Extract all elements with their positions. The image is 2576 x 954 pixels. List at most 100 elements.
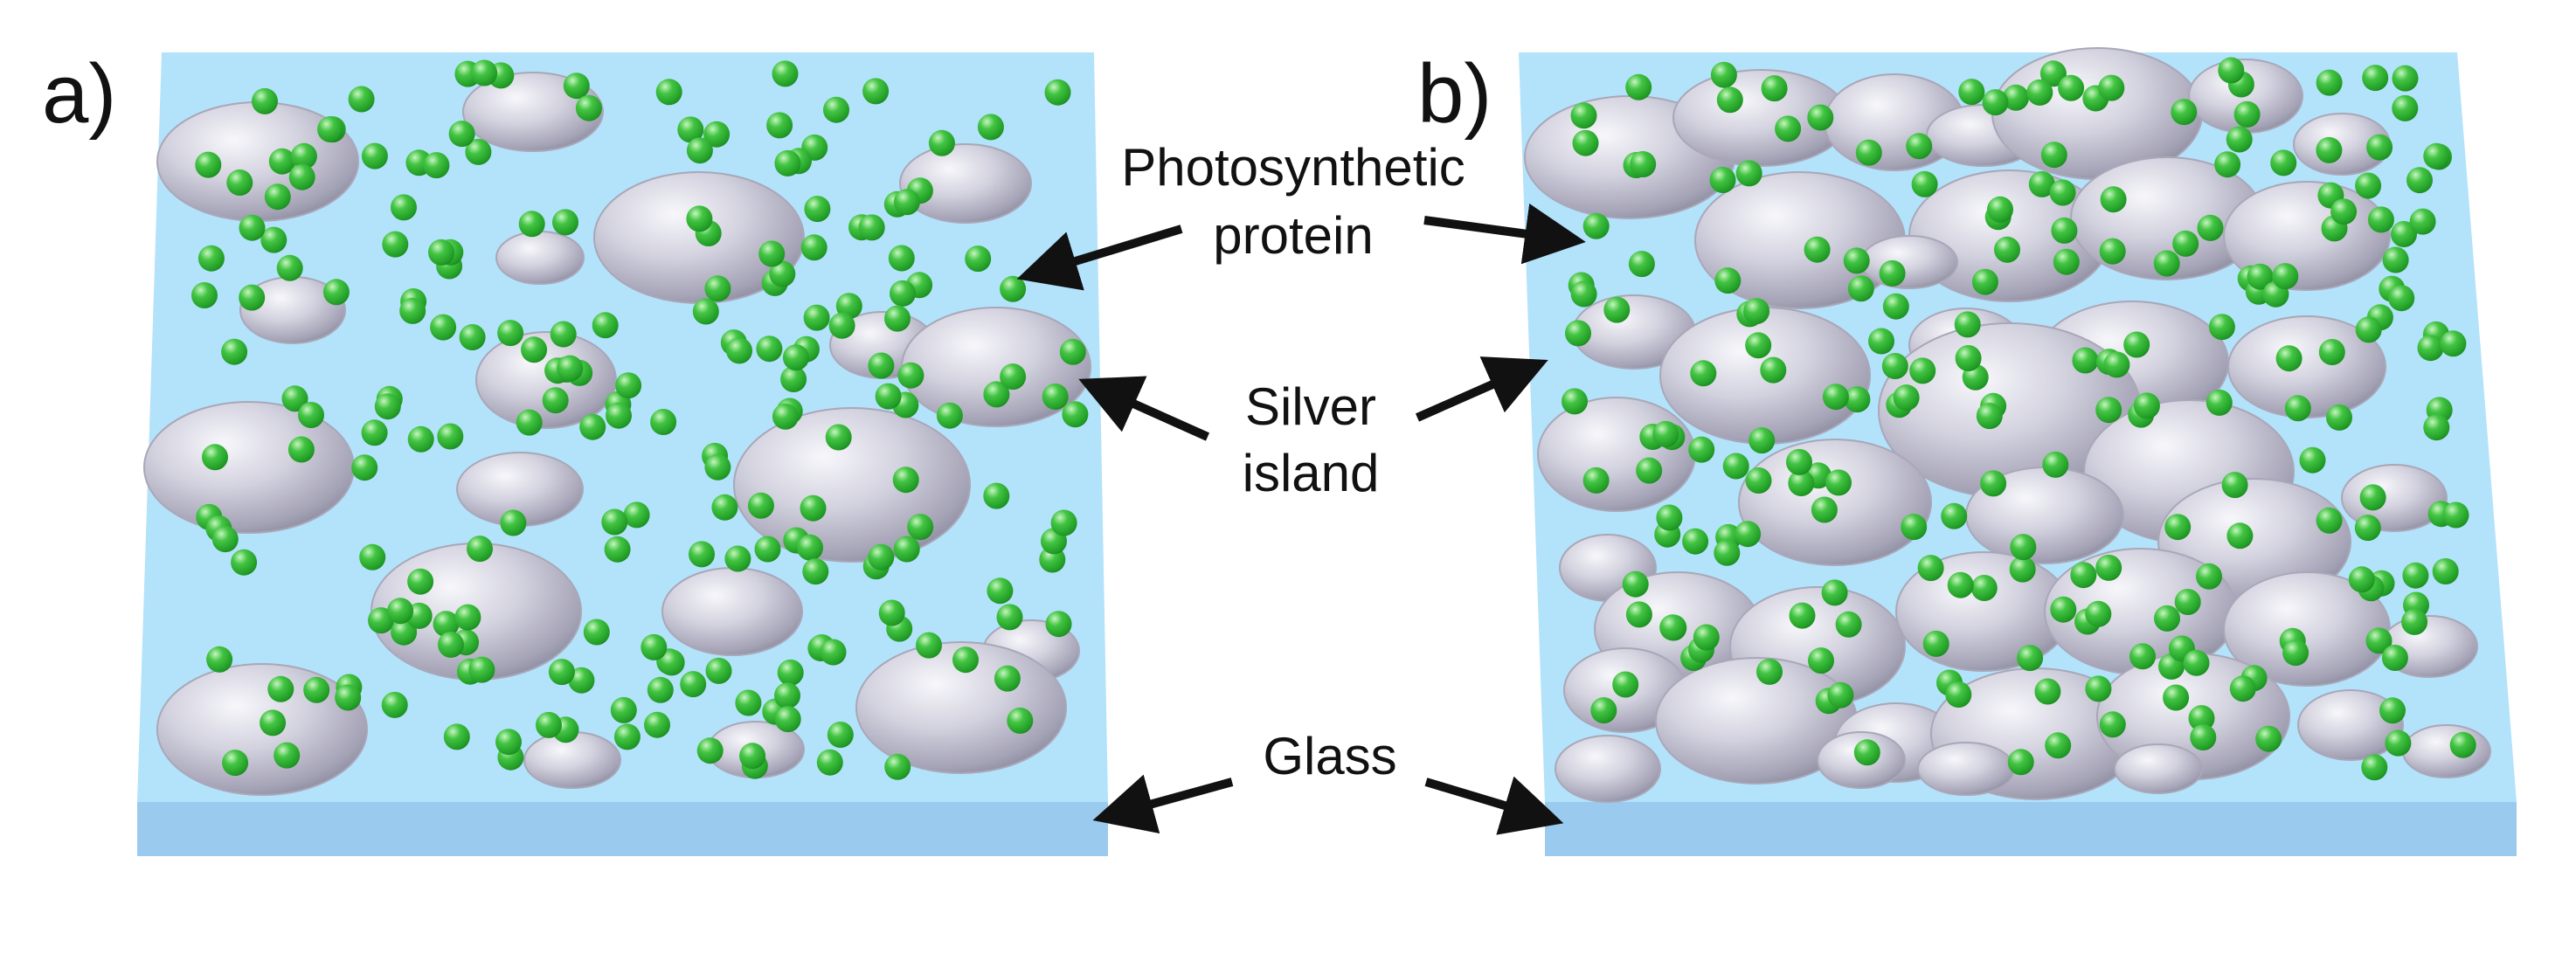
arrow-protein-a (1016, 225, 1183, 291)
protein-sphere (774, 682, 800, 709)
protein-sphere (2326, 404, 2352, 431)
protein-sphere (1565, 320, 1591, 347)
protein-sphere (322, 279, 350, 306)
protein-sphere (828, 312, 855, 339)
protein-sphere (468, 656, 495, 683)
protein-sphere (1882, 293, 1909, 320)
protein-sphere (680, 671, 707, 698)
protein-sphere (2208, 314, 2235, 341)
protein-sphere (2095, 554, 2122, 581)
protein-sphere (739, 743, 766, 770)
protein-sphere (239, 284, 266, 311)
protein-sphere (644, 711, 670, 738)
protein-sphere (1688, 436, 1715, 463)
protein-sphere (2026, 79, 2053, 106)
silver-island (143, 401, 355, 534)
silver-island (661, 567, 803, 656)
protein-sphere (1958, 79, 1985, 106)
protein-sphere (1709, 167, 1736, 193)
silver-island (495, 231, 585, 285)
protein-sphere (892, 467, 919, 494)
protein-sphere (1630, 151, 1657, 177)
protein-sphere (1682, 528, 1709, 555)
protein-sphere (351, 454, 378, 481)
protein-sphere (536, 711, 562, 738)
protein-sphere (888, 245, 915, 272)
protein-sphere (2233, 100, 2261, 128)
protein-sphere (423, 152, 450, 179)
protein-sphere (260, 226, 287, 253)
protein-sphere (1909, 357, 1936, 384)
protein-sphere (1954, 311, 1981, 338)
protein-sphere (359, 543, 386, 570)
protein-sphere (231, 549, 258, 576)
protein-sphere (2316, 136, 2343, 163)
protein-sphere (2197, 214, 2224, 241)
protein-sphere (1756, 658, 1783, 685)
protein-sphere (820, 639, 847, 666)
protein-sphere (2270, 149, 2297, 176)
panel-label-b: b) (1417, 47, 1492, 141)
protein-sphere (583, 619, 610, 646)
protein-sphere (2354, 515, 2381, 542)
protein-sphere (641, 633, 668, 660)
protein-sphere (1743, 298, 1770, 325)
protein-sphere (2098, 74, 2125, 101)
protein-sphere (2072, 347, 2099, 374)
protein-sphere (2362, 65, 2389, 92)
protein-sphere (1881, 353, 1908, 379)
protein-sphere (575, 94, 602, 121)
protein-sphere (1789, 602, 1816, 629)
protein-sphere (443, 723, 470, 750)
protein-sphere (1879, 259, 1906, 287)
protein-sphere (1788, 470, 1815, 496)
protein-sphere (252, 87, 278, 114)
protein-sphere (601, 508, 628, 536)
protein-sphere (2367, 206, 2394, 233)
protein-sphere (1808, 647, 1834, 674)
protein-sphere (1980, 470, 2007, 497)
protein-sphere (816, 749, 843, 776)
protein-sphere (1603, 296, 1631, 323)
protein-sphere (1612, 671, 1639, 698)
protein-sphere (758, 240, 786, 267)
protein-sphere (391, 194, 417, 221)
protein-sphere (754, 536, 781, 563)
protein-sphere (592, 312, 619, 339)
protein-sphere (772, 60, 799, 87)
protein-sphere (2226, 126, 2253, 153)
protein-sphere (2392, 94, 2419, 121)
protein-sphere (497, 320, 524, 347)
protein-sphere (2171, 99, 2198, 126)
protein-sphere (772, 403, 799, 430)
protein-sphere (705, 657, 732, 684)
protein-sphere (211, 526, 239, 553)
protein-sphere (1760, 356, 1787, 384)
protein-sphere (500, 509, 527, 536)
protein-sphere (516, 409, 543, 436)
protein-sphere (2406, 167, 2433, 194)
protein-sphere (604, 536, 631, 563)
protein-sphere (747, 492, 774, 519)
protein-sphere (655, 79, 682, 106)
protein-sphere (495, 729, 522, 756)
protein-sphere (1982, 89, 2009, 116)
protein-sphere (579, 413, 606, 440)
protein-sphere (2007, 749, 2034, 776)
protein-sphere (2318, 339, 2345, 365)
protein-sphere (2392, 65, 2419, 92)
arrow-silver-b (1415, 356, 1548, 422)
protein-sphere (465, 138, 492, 165)
protein-sphere (677, 116, 704, 143)
silver-island (2297, 689, 2404, 761)
protein-sphere (1947, 571, 1974, 598)
protein-sphere (2361, 754, 2388, 781)
protein-sphere (348, 86, 375, 113)
protein-sphere (317, 116, 344, 142)
protein-sphere (1042, 384, 1069, 410)
protein-sphere (221, 338, 248, 365)
protein-sphere (692, 298, 719, 325)
protein-sphere (800, 494, 827, 522)
protein-sphere (437, 423, 464, 450)
